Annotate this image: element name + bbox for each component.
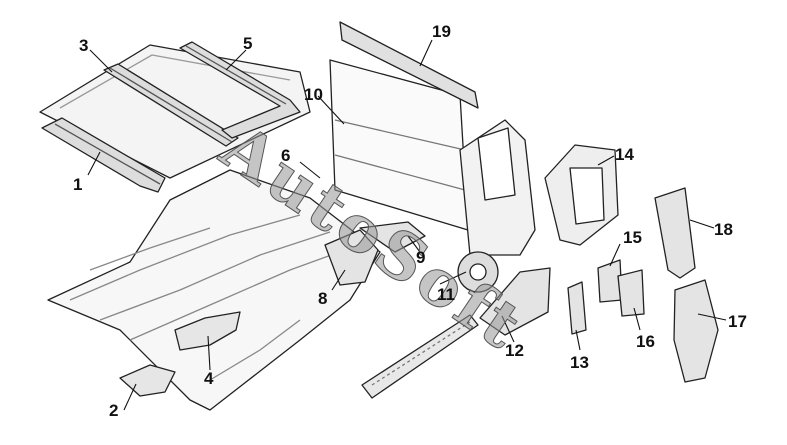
part-5-roof-bow	[179, 41, 301, 139]
callout-18: 17	[728, 312, 747, 331]
callout-15: 15	[623, 228, 642, 247]
callout-17: 18	[714, 220, 733, 239]
callout-19: 19	[432, 22, 451, 41]
callout-11: 11	[437, 285, 455, 304]
part-1-front-header	[41, 117, 166, 193]
part-9-bracket	[359, 221, 426, 253]
part-17-pillar	[654, 187, 696, 279]
callout-14: 13	[570, 353, 589, 372]
callout-6: 6	[281, 146, 291, 165]
callout-13: 14	[615, 145, 634, 164]
callout-12: 12	[505, 341, 524, 360]
part-18-pillar	[673, 279, 719, 383]
part-14-plate	[567, 281, 587, 335]
callout-3: 3	[79, 36, 89, 55]
callout-8: 8	[318, 289, 328, 308]
part-12-bracket	[479, 267, 551, 336]
callout-4: 4	[204, 369, 214, 388]
part-16-plate	[617, 269, 645, 317]
part-19-header-bar	[339, 21, 479, 109]
callout-10: 10	[304, 85, 323, 104]
callout-9: 9	[416, 248, 426, 267]
part-2-bracket	[119, 364, 176, 397]
part-4-crossmember	[174, 311, 241, 351]
callout-5: 5	[243, 34, 253, 53]
callout-16: 16	[636, 332, 655, 351]
callout-1: 1	[73, 175, 83, 194]
part-8-bracket	[324, 229, 379, 286]
callout-2: 2	[109, 401, 119, 420]
